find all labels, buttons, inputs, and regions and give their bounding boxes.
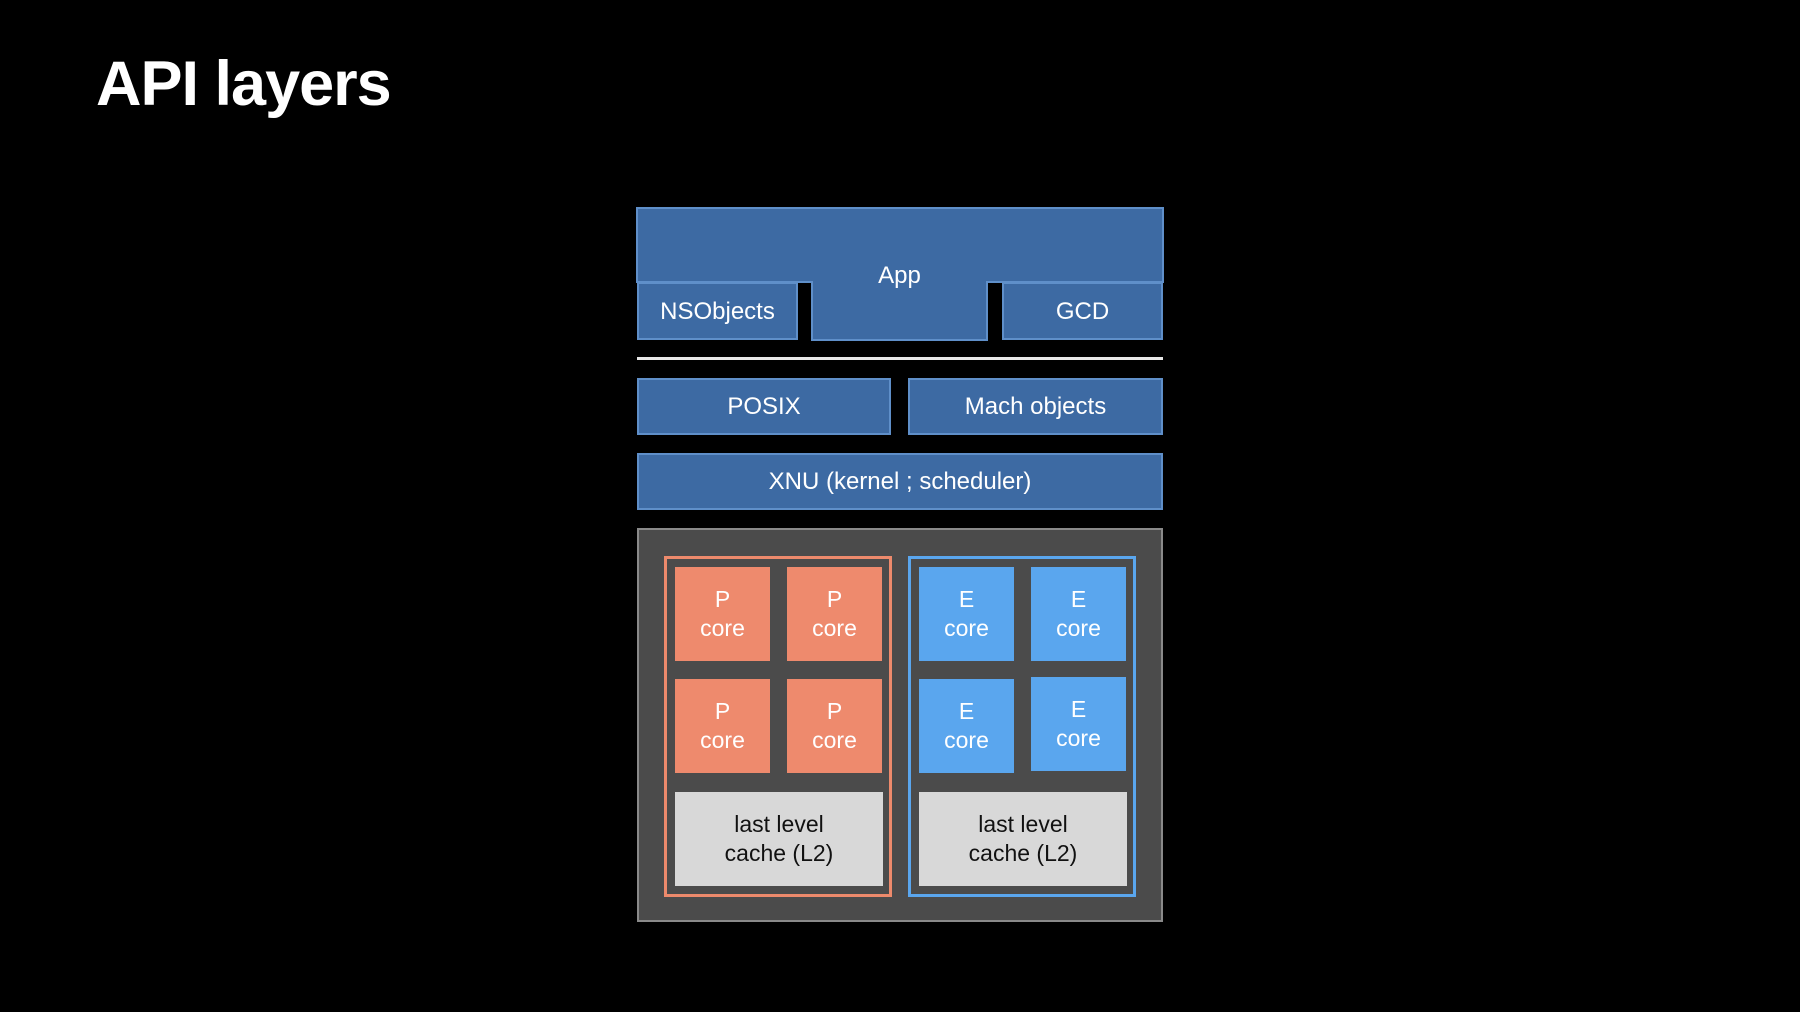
p-cluster-l2-cache: last level cache (L2) xyxy=(675,792,883,886)
p-cache-line1: last level xyxy=(734,811,824,837)
gcd-layer: GCD xyxy=(1002,282,1163,340)
p-core-4-letter: P xyxy=(826,698,843,724)
app-label: App xyxy=(878,261,921,289)
e-core-2-word: core xyxy=(1056,615,1101,641)
e-core-1-letter: E xyxy=(958,586,975,612)
mach-objects-layer: Mach objects xyxy=(908,378,1163,435)
e-cache-line2: cache (L2) xyxy=(968,840,1078,866)
p-cache-line2: cache (L2) xyxy=(724,840,834,866)
nsobjects-label: NSObjects xyxy=(660,297,775,325)
posix-label: POSIX xyxy=(727,393,801,420)
p-core-1-letter: P xyxy=(714,586,731,612)
mach-objects-label: Mach objects xyxy=(964,393,1107,420)
app-layer-label: App xyxy=(812,258,987,292)
e-core-4-letter: E xyxy=(1070,696,1087,722)
xnu-label: XNU (kernel ; scheduler) xyxy=(768,468,1032,495)
p-core-4-word: core xyxy=(812,727,857,753)
e-core-1-word: core xyxy=(944,615,989,641)
slide-title: API layers xyxy=(96,49,392,119)
xnu-layer: XNU (kernel ; scheduler) xyxy=(637,453,1163,510)
e-core-3-letter: E xyxy=(958,698,975,724)
posix-layer: POSIX xyxy=(637,378,891,435)
e-core-3-word: core xyxy=(944,727,989,753)
p-core-1-word: core xyxy=(700,615,745,641)
gcd-label: GCD xyxy=(1055,297,1110,325)
e-core-4-word: core xyxy=(1056,725,1101,751)
nsobjects-layer: NSObjects xyxy=(637,282,798,340)
p-core-2-letter: P xyxy=(826,586,843,612)
e-cluster-l2-cache: last level cache (L2) xyxy=(919,792,1127,886)
e-cache-line1: last level xyxy=(978,811,1068,837)
p-core-3-word: core xyxy=(700,727,745,753)
user-kernel-divider xyxy=(637,357,1163,360)
e-core-2-letter: E xyxy=(1070,586,1087,612)
p-core-3-letter: P xyxy=(714,698,731,724)
p-core-2-word: core xyxy=(812,615,857,641)
